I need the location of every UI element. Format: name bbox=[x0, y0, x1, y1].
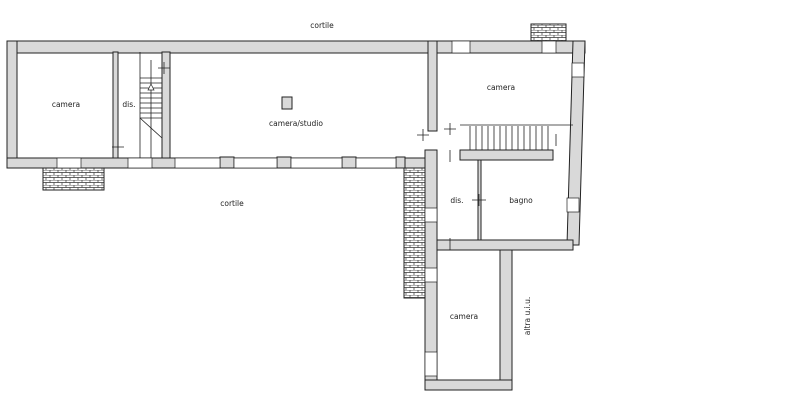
brick-area-top bbox=[530, 23, 567, 42]
label-camera-bottom: camera bbox=[450, 312, 478, 321]
label-neighbor-unit: altra u.i.u. bbox=[523, 297, 532, 335]
label-camera-top-right: camera bbox=[487, 83, 515, 92]
door-marks bbox=[112, 62, 557, 250]
brick-area-middle bbox=[403, 165, 426, 299]
windows bbox=[56, 40, 585, 377]
label-dis-left: dis. bbox=[122, 100, 135, 109]
walls bbox=[6, 40, 586, 391]
label-dis-right: dis. bbox=[450, 196, 463, 205]
label-bagno: bagno bbox=[509, 196, 533, 205]
label-courtyard-bottom: cortile bbox=[220, 199, 244, 208]
label-courtyard-top: cortile bbox=[310, 21, 334, 30]
brick-area-left bbox=[42, 167, 105, 191]
stairs-right bbox=[460, 124, 573, 150]
stairs-left bbox=[139, 52, 163, 158]
label-camera-left: camera bbox=[52, 100, 80, 109]
label-camera-studio: camera/studio bbox=[269, 119, 323, 128]
